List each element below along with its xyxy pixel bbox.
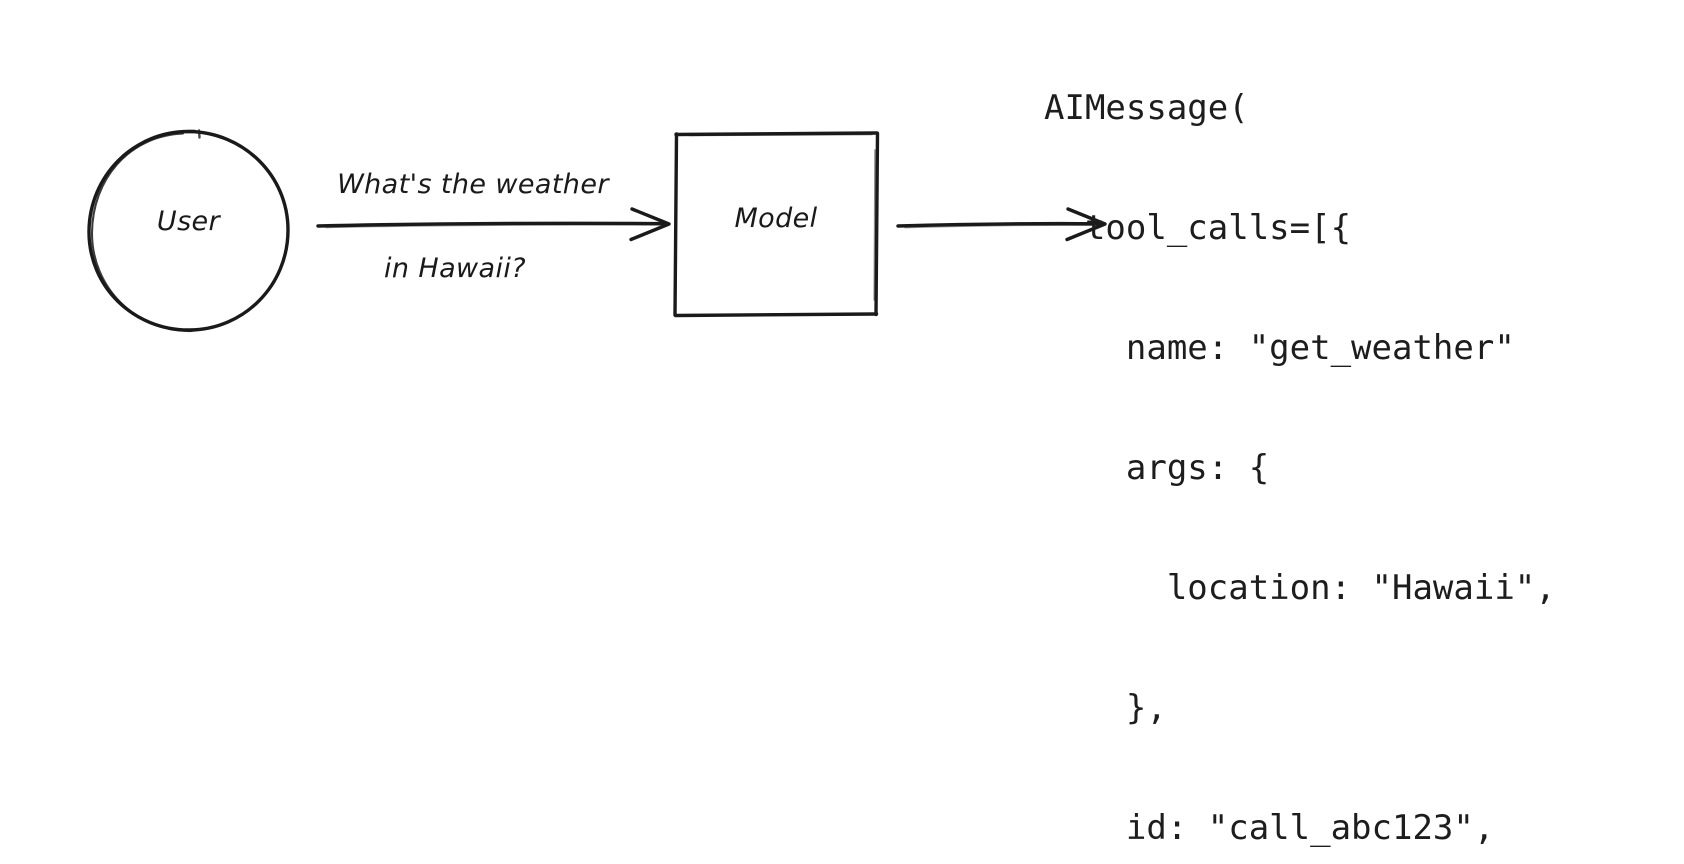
code-line: location: "Hawaii",	[1044, 568, 1556, 608]
model-box-shape	[673, 131, 880, 318]
user-circle-shape	[87, 129, 290, 333]
code-line: AIMessage(	[1044, 88, 1249, 128]
ai-message-code-block: AIMessage( tool_calls=[{ name: "get_weat…	[1044, 8, 1556, 864]
edge-label-user-to-model: What's the weather in Hawaii?	[290, 122, 620, 374]
arrow-model-to-output	[896, 207, 1107, 242]
code-line: },	[1044, 688, 1167, 728]
code-line: name: "get_weather"	[1044, 328, 1515, 368]
edge-label-line-1: What's the weather	[337, 169, 609, 200]
code-line: id: "call_abc123",	[1044, 808, 1495, 848]
arrow-user-to-model	[316, 207, 671, 242]
diagram-canvas: User Model What's the weather in Hawaii?…	[87, 88, 1556, 848]
code-line: tool_calls=[{	[1044, 208, 1352, 248]
code-line: args: {	[1044, 448, 1270, 488]
model-node-label: Model	[734, 203, 818, 234]
sketch-layer	[87, 129, 1107, 333]
edge-label-line-2: in Hawaii?	[383, 253, 526, 284]
user-node-label: User	[156, 206, 221, 237]
